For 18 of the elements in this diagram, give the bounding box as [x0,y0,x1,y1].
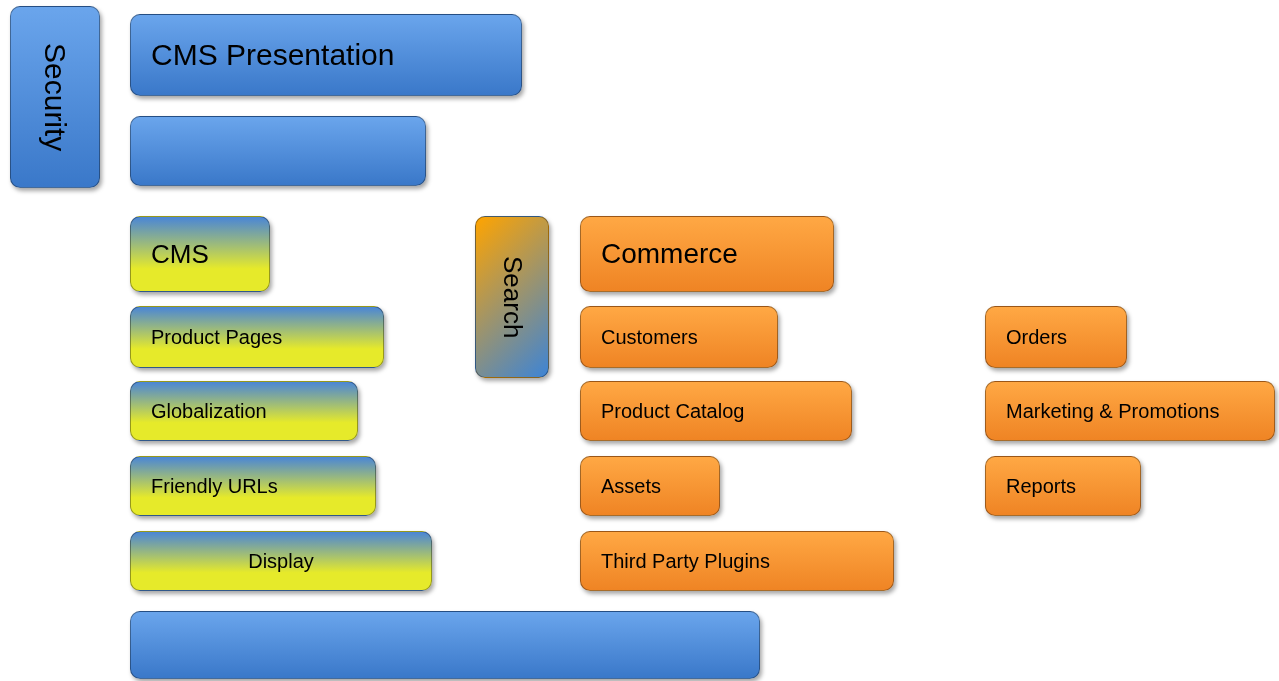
module-box: Reports [985,456,1141,516]
module-box: Customers [580,306,778,368]
module-box: Display [130,531,432,591]
module-box: Assets [580,456,720,516]
module-box: CMS Presentation [130,14,522,96]
module-box: Product Pages [130,306,384,368]
module-box: Commerce [580,216,834,292]
module-box [130,116,426,186]
module-box [130,611,760,679]
module-box: Product Catalog [580,381,852,441]
module-box: Friendly URLs [130,456,376,516]
module-box: Third Party Plugins [580,531,894,591]
module-box: Orders [985,306,1127,368]
module-box: CMS [130,216,270,292]
vertical-module-box: Search [475,216,549,378]
vertical-module-box: Security [10,6,100,188]
module-box: Globalization [130,381,358,441]
module-box: Marketing & Promotions [985,381,1275,441]
